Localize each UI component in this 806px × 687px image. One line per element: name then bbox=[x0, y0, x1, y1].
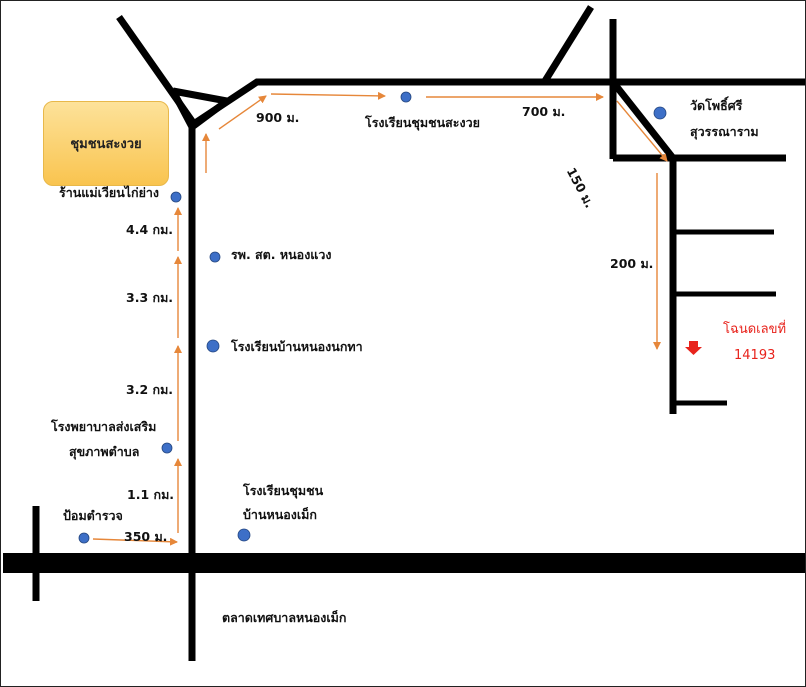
label-350m: 350 ม. bbox=[124, 529, 168, 544]
dot-rps-nong-waeng bbox=[209, 251, 221, 263]
label-destination-line1: โฉนดเลขที่ bbox=[723, 322, 787, 337]
label-school-nong-mek-line1: โรงเรียนชุมชน bbox=[243, 483, 324, 498]
diagonal-road-top-right bbox=[542, 5, 594, 83]
label-700m: 700 ม. bbox=[522, 104, 566, 119]
label-school-sa-nguai: โรงเรียนชุมชนสะงวย bbox=[365, 115, 480, 130]
dot-hospital bbox=[161, 442, 173, 454]
label-3-2km: 3.2 กม. bbox=[126, 382, 174, 397]
arrow-350 bbox=[92, 537, 178, 546]
label-hospital-line1: โรงพยาบาลส่งเสริม bbox=[51, 419, 157, 434]
label-school-nong-nok-tha: โรงเรียนบ้านหนองนกทา bbox=[231, 339, 363, 354]
destination-arrow-icon bbox=[685, 341, 702, 355]
label-ran-mae-wian: ร้านแม่เวียนไก่ย่าง bbox=[59, 185, 160, 200]
route-arrows bbox=[92, 91, 668, 546]
dot-wat bbox=[653, 106, 667, 120]
road-to-top bbox=[190, 78, 805, 128]
community-box: ชุมชนสะงวย bbox=[43, 101, 169, 186]
label-rps-nong-waeng: รพ. สต. หนองแวง bbox=[231, 247, 332, 262]
roads bbox=[3, 5, 805, 661]
label-market: ตลาดเทศบาลหนองเม็ก bbox=[222, 610, 347, 625]
label-4-4km: 4.4 กม. bbox=[126, 222, 174, 237]
label-wat-line1: วัดโพธิ์ศรี bbox=[690, 98, 743, 113]
dot-school-sa-nguai bbox=[400, 91, 412, 103]
label-3-3km: 3.3 กม. bbox=[126, 290, 174, 305]
dot-police-box bbox=[78, 532, 90, 544]
dot-school-nong-nok-tha bbox=[206, 339, 220, 353]
label-1-1km: 1.1 กม. bbox=[127, 487, 175, 502]
dot-school-nong-mek bbox=[237, 528, 251, 542]
label-hospital-line2: สุขภาพตำบล bbox=[69, 444, 140, 459]
arrow-900 bbox=[270, 91, 386, 100]
arrow-150 bbox=[616, 100, 668, 162]
diagonal-road-to-target bbox=[610, 79, 676, 161]
landmark-dots bbox=[78, 91, 667, 544]
label-900m: 900 ม. bbox=[256, 110, 300, 125]
label-wat-line2: สุวรรณาราม bbox=[690, 124, 759, 139]
label-police-box: ป้อมตำรวจ bbox=[63, 508, 123, 523]
label-destination-line2: 14193 bbox=[734, 348, 776, 363]
dot-ran-mae-wian bbox=[170, 191, 182, 203]
arrow-diag-900 bbox=[218, 95, 267, 130]
label-200m: 200 ม. bbox=[610, 256, 654, 271]
label-school-nong-mek-line2: บ้านหนองเม็ก bbox=[243, 507, 317, 522]
